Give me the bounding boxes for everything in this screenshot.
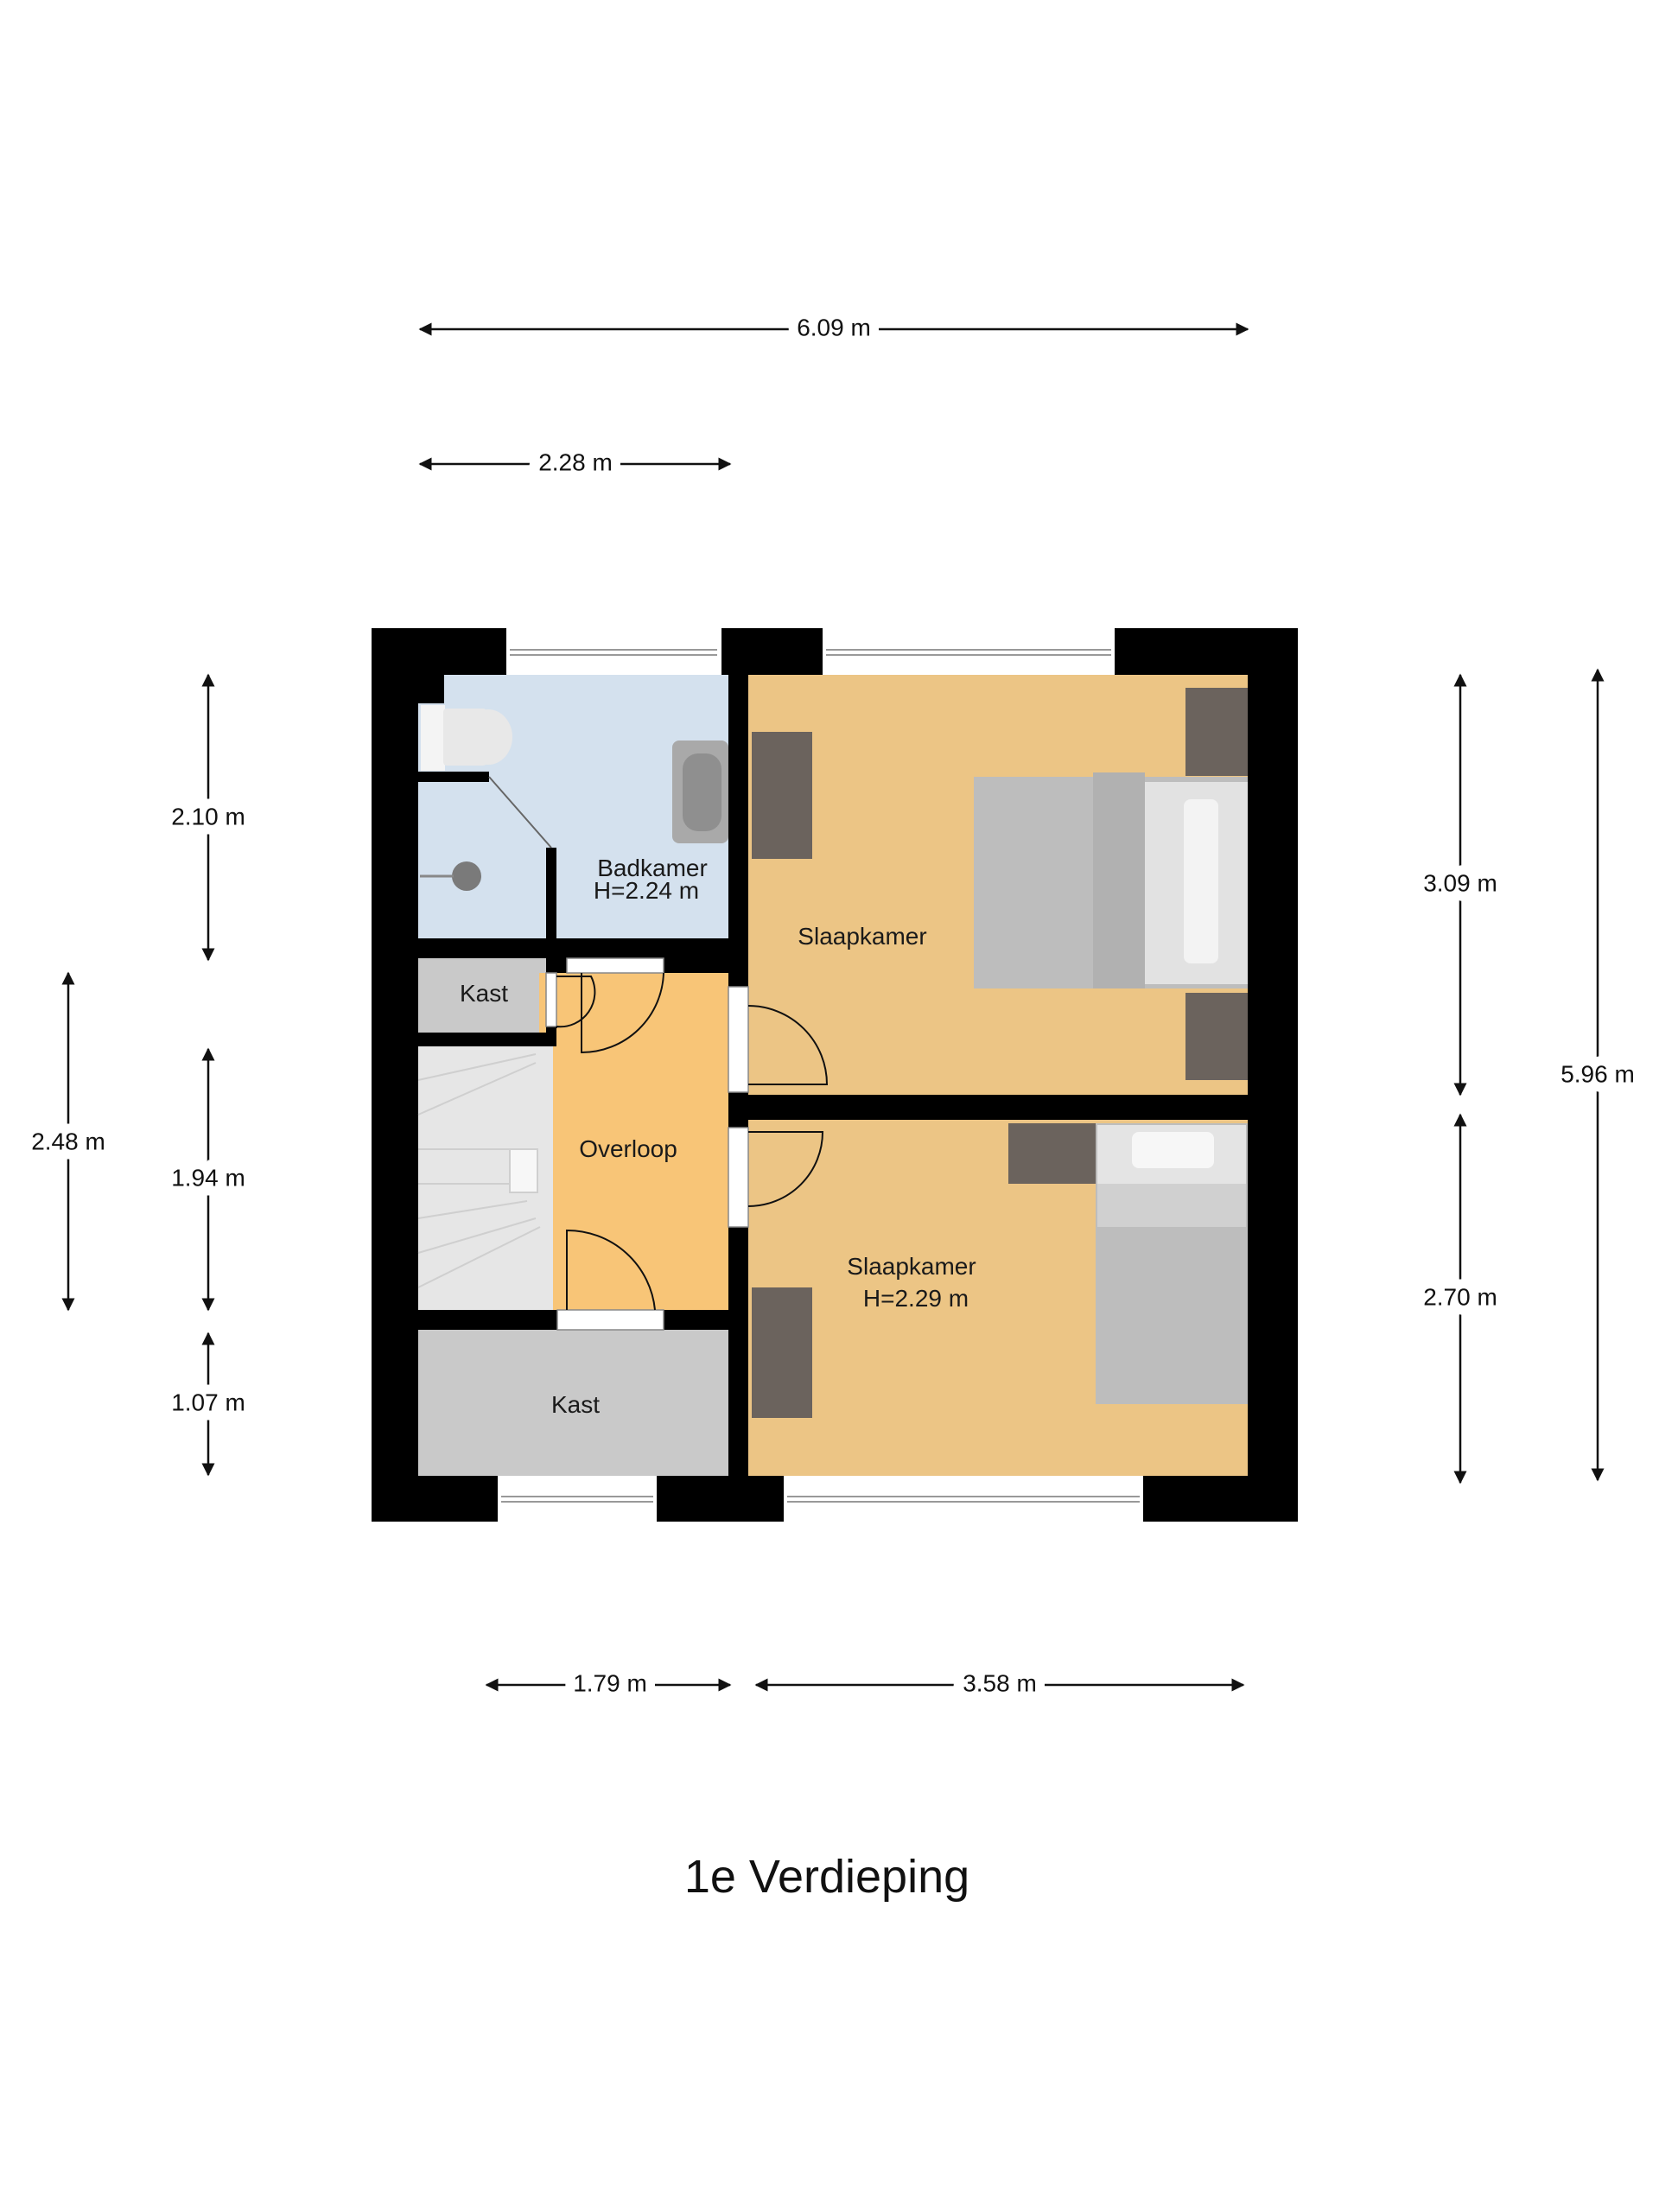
floor-title: 1e Verdieping: [684, 1851, 969, 1903]
nightstand: [1185, 993, 1248, 1080]
sink-icon: [672, 741, 728, 843]
dim-left-stairs: 1.94 m: [171, 1164, 245, 1191]
label-badkamer: Badkamer: [597, 855, 708, 881]
windows: [498, 628, 1143, 1522]
door-swings: [488, 776, 829, 1311]
room-kast-bottom: [418, 1330, 728, 1476]
label-kast-bottom: Kast: [551, 1391, 600, 1418]
stair-treads: [417, 1053, 541, 1288]
dim-right-top: 3.09 m: [1423, 869, 1497, 896]
desk: [1008, 1123, 1096, 1184]
label-slaapkamer-bottom: Slaapkamer: [847, 1253, 976, 1280]
label-overloop: Overloop: [579, 1135, 677, 1162]
room-kast-small: [418, 950, 546, 1033]
dim-top-left: 2.28 m: [538, 448, 613, 475]
dim-right-bottom: 2.70 m: [1423, 1283, 1497, 1310]
label-kast-small: Kast: [460, 980, 508, 1007]
toilet-icon: [421, 705, 512, 771]
room-overloop: [539, 973, 728, 1310]
dim-top-total: 6.09 m: [797, 314, 871, 340]
furniture-top-bedroom: [752, 688, 1248, 1080]
dim-left-outer: 2.48 m: [31, 1128, 105, 1154]
dim-left-kast: 1.07 m: [171, 1389, 245, 1415]
shower-drain-icon: [452, 861, 481, 891]
furniture-bottom-bedroom: [752, 1123, 1248, 1418]
label-badkamer-height: H=2.24 m: [594, 877, 699, 904]
dimension-lines: [61, 322, 1605, 1692]
label-slaapkamer-top: Slaapkamer: [798, 923, 926, 950]
label-slaapkamer-bottom-height: H=2.29 m: [863, 1285, 969, 1312]
desk: [752, 732, 812, 859]
dim-right-total: 5.96 m: [1560, 1060, 1635, 1087]
door-openings: [545, 957, 749, 1331]
dim-bottom-left: 1.79 m: [573, 1669, 647, 1696]
desk: [752, 1287, 812, 1418]
nightstand: [1185, 688, 1248, 776]
dim-left-badkamer: 2.10 m: [171, 803, 245, 830]
dim-bottom-right: 3.58 m: [963, 1669, 1037, 1696]
